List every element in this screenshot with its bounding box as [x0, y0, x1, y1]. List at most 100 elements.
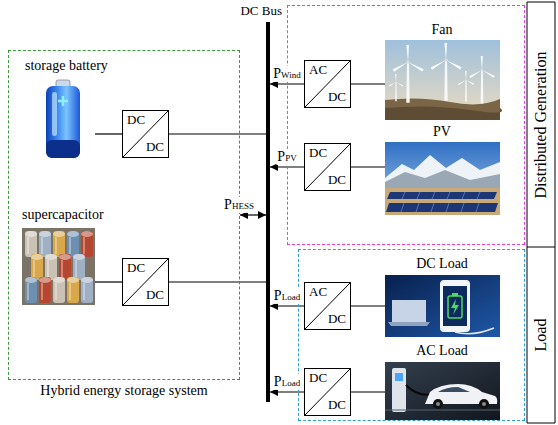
region-title: Load	[532, 319, 550, 352]
storage-name: supercapacitor	[22, 207, 104, 223]
power-arrow	[240, 214, 266, 215]
converter-type: DC	[328, 173, 346, 188]
pv-picture	[401, 192, 480, 212]
converter-type: DC	[328, 312, 346, 327]
ac-load-picture	[438, 387, 470, 392]
pv-picture	[385, 142, 500, 215]
converter-type: DC	[309, 146, 327, 161]
converter-diagonal	[305, 144, 350, 190]
supercapacitor-picture	[45, 254, 57, 280]
battery-picture	[52, 92, 57, 136]
dc-load-picture	[392, 300, 426, 322]
supercapacitor-picture	[31, 254, 43, 280]
storage-name: storage battery	[25, 58, 108, 74]
dc-load-picture	[440, 280, 470, 332]
region-title: Hybrid energy storage system	[40, 383, 207, 399]
device-wires	[350, 391, 385, 392]
supercapacitor-picture	[73, 254, 85, 280]
ac-load-picture	[479, 399, 489, 409]
power-label: PWind	[272, 66, 301, 82]
dc-load-picture	[385, 275, 500, 337]
supercapacitor-picture	[25, 231, 37, 257]
dc-load-picture	[452, 293, 458, 296]
supercapacitor-picture	[22, 228, 95, 305]
supercapacitor-picture	[67, 231, 79, 257]
converter-type: DC	[328, 90, 346, 105]
device-wires	[95, 281, 122, 282]
power-arrow	[270, 83, 304, 84]
supercapacitor-picture	[59, 254, 71, 280]
device-name: AC Load	[416, 343, 468, 359]
side-column	[555, 2, 556, 423]
power-arrow	[270, 391, 304, 392]
supercapacitor-picture	[22, 228, 95, 305]
converter-type: DC	[309, 371, 327, 386]
wind-farm-picture	[389, 74, 403, 101]
battery-picture	[30, 78, 95, 160]
converter-box: DCDC	[122, 258, 169, 306]
supercapacitor-picture	[39, 231, 51, 257]
converter-diagonal	[305, 369, 350, 415]
bus-wire	[169, 281, 266, 282]
device-name: Fan	[432, 22, 453, 38]
load-region: LoadACDCDCDC	[298, 249, 525, 421]
device-wires	[350, 166, 385, 167]
wind-farm-picture	[385, 40, 502, 120]
converter-type: DC	[328, 398, 346, 413]
generation-region: Distributed GenerationACDCDCDC	[287, 5, 525, 245]
wind-farm-picture	[431, 43, 462, 101]
ac-load-picture	[482, 402, 486, 406]
dc-load-picture	[451, 299, 459, 315]
supercapacitor-picture	[25, 277, 37, 303]
converter-diagonal	[305, 283, 350, 329]
converter-type: DC	[146, 288, 164, 303]
side-column	[527, 247, 555, 248]
side-column	[527, 2, 555, 3]
converter-type: DC	[146, 140, 164, 155]
converter-box: ACDC	[304, 282, 351, 330]
dc-load-picture	[455, 328, 494, 334]
wind-farm-picture	[385, 106, 502, 120]
device-name: PV	[433, 124, 451, 140]
region-title: Distributed Generation	[532, 51, 550, 198]
ac-load-picture	[433, 399, 443, 409]
converter-box: DCDC	[304, 368, 351, 416]
device-wires	[350, 83, 385, 84]
device-name: DC Load	[416, 256, 468, 272]
pv-picture	[385, 188, 500, 215]
pv-picture	[385, 170, 500, 190]
bus-wire	[169, 133, 266, 134]
power-label: PHESS	[223, 197, 255, 213]
device-wires	[95, 133, 122, 134]
converter-box: DCDC	[122, 110, 169, 158]
ac-load-picture	[392, 368, 406, 412]
dc-load-picture	[448, 296, 462, 318]
converter-type: DC	[127, 113, 145, 128]
power-label: PLoad	[273, 288, 301, 304]
converter-box: ACDC	[304, 60, 351, 108]
supercapacitor-picture	[67, 277, 79, 303]
bus-name: DC Bus	[240, 4, 282, 19]
supercapacitor-picture	[81, 231, 93, 257]
converter-diagonal	[123, 259, 168, 305]
device-wires	[95, 84, 385, 392]
battery-picture	[30, 78, 95, 160]
side-column	[527, 423, 555, 424]
side-column	[527, 2, 555, 423]
supercapacitor-picture	[53, 231, 65, 257]
wind-farm-picture	[393, 45, 424, 103]
device-wires	[350, 305, 385, 306]
dc-bus: DC Bus	[266, 22, 270, 402]
side-column	[527, 2, 528, 423]
ac-load-picture	[436, 402, 440, 406]
dc-load-picture	[443, 286, 467, 326]
supercapacitor-picture	[53, 277, 65, 303]
connectors	[169, 84, 304, 392]
battery-picture	[46, 86, 80, 158]
power-arrow	[270, 166, 304, 167]
power-label: PLoad	[273, 374, 301, 390]
ac-load-picture	[385, 362, 500, 420]
converter-type: DC	[127, 261, 145, 276]
ac-load-picture	[395, 373, 403, 381]
wind-farm-picture	[469, 56, 494, 104]
